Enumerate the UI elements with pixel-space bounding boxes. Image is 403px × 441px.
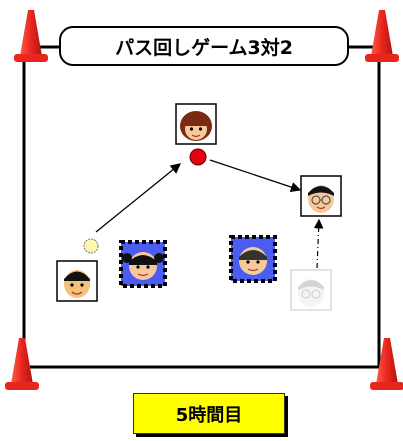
cone-bottom-left xyxy=(5,338,39,390)
cone-top-right xyxy=(365,10,399,62)
ball-previous xyxy=(83,238,99,254)
pass-arrow-1 xyxy=(95,163,182,233)
lesson-label: 5時間目 xyxy=(133,393,285,434)
diagram-title: パス回しゲーム3対2 xyxy=(59,26,349,66)
movement-arrow xyxy=(313,218,324,269)
defender-right xyxy=(229,235,277,283)
cone-top-left xyxy=(14,10,48,62)
cone-bottom-right xyxy=(370,338,403,390)
pass-arrow-2 xyxy=(209,159,302,193)
player-left xyxy=(56,260,98,302)
player-right xyxy=(300,175,342,217)
ball-current xyxy=(189,148,207,166)
defender-left xyxy=(119,240,167,288)
player-right-previous xyxy=(290,269,332,311)
player-top xyxy=(175,103,217,145)
